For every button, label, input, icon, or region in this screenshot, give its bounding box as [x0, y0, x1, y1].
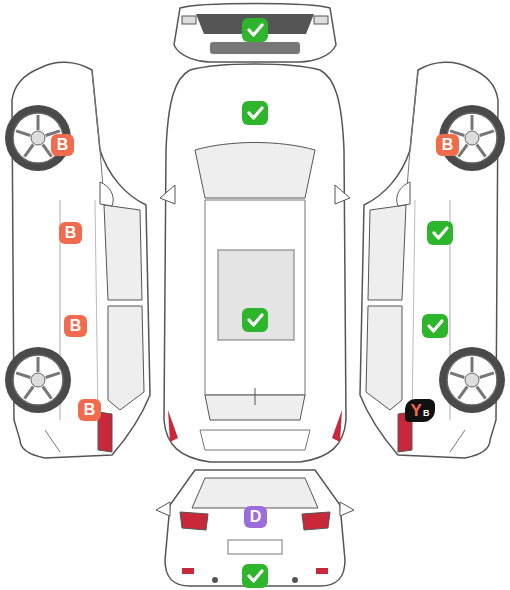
ok-mark [242, 564, 268, 588]
damage-badge: B [78, 399, 101, 421]
front-view [174, 4, 336, 63]
ok-mark [242, 18, 268, 42]
damage-badge: D [244, 506, 267, 528]
right-side-view [360, 62, 505, 458]
badge-letter: B [70, 318, 82, 334]
damage-badge: B [436, 134, 459, 156]
damage-badge: B [59, 222, 82, 244]
badge-letter: B [442, 137, 454, 153]
ok-mark [427, 221, 453, 245]
ok-mark [422, 314, 448, 338]
badge-letter: B [84, 402, 96, 418]
damage-badge: B [64, 315, 87, 337]
badge-subletter: B [423, 409, 430, 418]
damage-badge: YB [405, 399, 435, 422]
badge-letter: D [250, 509, 262, 525]
damage-badge: B [51, 134, 74, 156]
top-view [160, 64, 350, 462]
ok-mark [242, 308, 268, 332]
badge-letter: B [65, 225, 77, 241]
badge-letter: Y [411, 402, 422, 419]
badge-letter: B [57, 137, 69, 153]
left-side-view [5, 62, 150, 458]
ok-mark [242, 101, 268, 125]
